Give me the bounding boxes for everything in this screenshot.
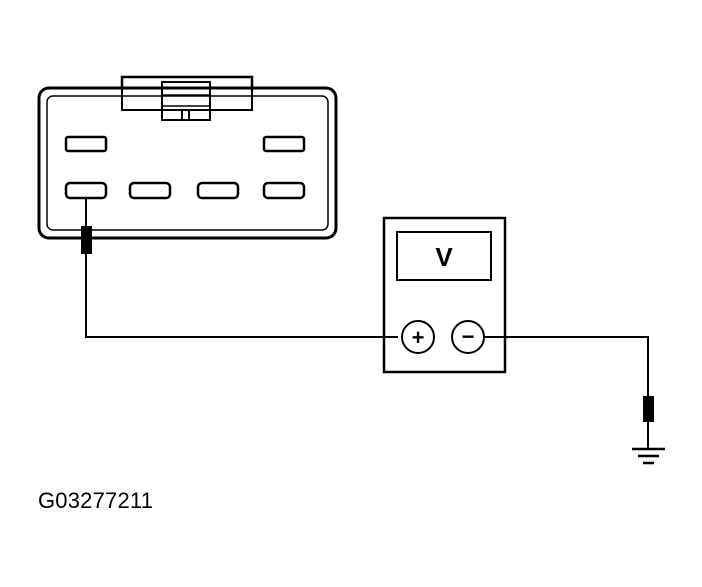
electrical-connector — [37, 75, 338, 240]
ground-symbol-icon — [632, 396, 665, 465]
voltmeter-display-symbol: V — [435, 242, 453, 272]
connector-terminal-2 — [262, 135, 306, 153]
connector-terminal-4 — [128, 181, 172, 200]
negative-test-lead — [484, 336, 649, 398]
negative-terminal-symbol: − — [462, 324, 475, 349]
connector-body-outer — [37, 86, 338, 240]
positive-test-lead — [85, 254, 398, 338]
connector-terminal-1 — [64, 135, 108, 153]
probe-tip — [81, 226, 92, 254]
positive-terminal-jack — [401, 320, 435, 354]
connector-body-inner — [46, 95, 329, 231]
voltmeter: V + − — [382, 216, 507, 374]
voltmeter-display — [396, 231, 492, 281]
test-probe-icon — [81, 198, 92, 254]
connector-terminal-6 — [262, 181, 306, 200]
positive-terminal-symbol: + — [412, 325, 425, 350]
figure-code-label: G03277211 — [38, 488, 154, 513]
ground-probe-tip — [643, 396, 654, 422]
connector-terminal-3 — [64, 181, 108, 200]
connector-terminal-5 — [196, 181, 240, 200]
connector-latch-frame — [121, 76, 253, 111]
connector-lock-tab — [161, 81, 211, 121]
voltmeter-body — [382, 216, 507, 374]
